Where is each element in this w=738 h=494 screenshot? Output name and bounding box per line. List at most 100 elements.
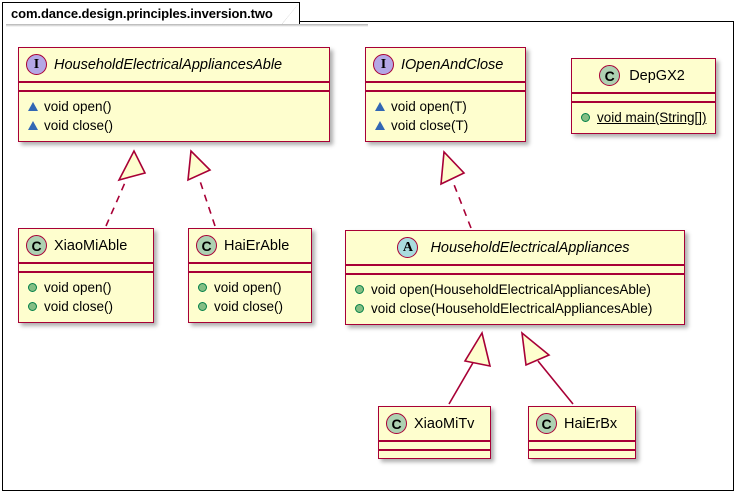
node-title: I HouseholdElectricalAppliancesAble — [19, 48, 329, 81]
node-title: C DepGX2 — [572, 59, 715, 92]
node-name-label: XiaoMiAble — [54, 237, 128, 254]
attributes-compartment — [379, 442, 490, 449]
member-row[interactable]: void close() — [27, 116, 321, 135]
divider — [366, 81, 525, 83]
node-householdelectricalappliances[interactable]: A HouseholdElectricalAppliances void ope… — [345, 230, 685, 325]
node-name-label: IOpenAndClose — [401, 56, 504, 73]
member-label: void close() — [44, 299, 114, 314]
divider — [572, 92, 715, 94]
methods-compartment: void main(String[]) — [572, 103, 715, 133]
class-marker-icon: C — [599, 65, 621, 86]
node-xiaomiable[interactable]: C XiaoMiAble void open() void close() — [18, 228, 154, 323]
public-dot-icon — [197, 302, 208, 311]
divider — [366, 90, 525, 92]
methods-compartment: void open() void close() — [19, 92, 329, 141]
member-row[interactable]: void close() — [27, 297, 145, 316]
attributes-compartment — [529, 442, 635, 449]
public-dot-icon — [27, 302, 38, 311]
node-name-label: HouseholdElectricalAppliancesAble — [54, 56, 283, 73]
member-label: void close(T) — [391, 118, 469, 133]
protected-triangle-icon — [374, 121, 385, 130]
link-xiaomitv-extends-householdelectricalappliances — [448, 330, 492, 405]
methods-compartment: void open(T) void close(T) — [366, 92, 525, 141]
node-householdelectricalappliancesable[interactable]: I HouseholdElectricalAppliancesAble void… — [18, 47, 330, 142]
member-label: void close() — [214, 299, 284, 314]
methods-compartment: void open() void close() — [189, 273, 311, 322]
protected-triangle-icon — [27, 121, 38, 130]
divider — [189, 271, 311, 273]
interface-marker-icon: I — [373, 54, 394, 75]
divider — [19, 90, 329, 92]
methods-compartment — [529, 451, 635, 458]
node-depgx2[interactable]: C DepGX2 void main(String[]) — [571, 58, 716, 134]
methods-compartment: void open(HouseholdElectricalAppliancesA… — [346, 275, 684, 324]
member-row[interactable]: void main(String[]) — [580, 108, 707, 127]
member-label: void open(T) — [391, 99, 467, 114]
link-haierable-implements-householdelectricalappliancesable — [187, 149, 216, 227]
public-dot-icon — [27, 283, 38, 292]
divider — [572, 101, 715, 103]
link-xiaomiable-implements-householdelectricalappliancesable — [105, 149, 147, 227]
node-name-label: XiaoMiTv — [414, 415, 475, 432]
attributes-compartment — [346, 266, 684, 273]
member-label: void main(String[]) — [597, 110, 707, 125]
divider — [19, 262, 153, 264]
member-row[interactable]: void close() — [197, 297, 303, 316]
protected-triangle-icon — [27, 102, 38, 111]
member-row[interactable]: void open() — [27, 278, 145, 297]
member-label: void close() — [44, 118, 114, 133]
node-iopenandclose[interactable]: I IOpenAndClose void open(T) void close(… — [365, 47, 526, 142]
divider — [379, 449, 490, 451]
attributes-compartment — [189, 264, 311, 271]
attributes-compartment — [366, 83, 525, 90]
node-title: C XiaoMiTv — [379, 407, 490, 440]
node-haierable[interactable]: C HaiErAble void open() void close() — [188, 228, 312, 323]
interface-marker-icon: I — [26, 54, 47, 75]
public-dot-icon — [197, 283, 208, 292]
divider — [19, 81, 329, 83]
protected-triangle-icon — [374, 102, 385, 111]
link-haierbx-extends-householdelectricalappliances — [520, 331, 574, 405]
link-householdelectricalappliances-implements-iopenandclose — [440, 150, 472, 229]
member-row[interactable]: void close(T) — [374, 116, 517, 135]
node-title: C HaiErAble — [189, 229, 311, 262]
abstract-marker-icon: A — [397, 237, 419, 258]
public-dot-icon — [580, 113, 591, 122]
node-title: C HaiErBx — [529, 407, 635, 440]
package-name-label: com.dance.design.principles.inversion.tw… — [11, 5, 273, 21]
divider — [346, 264, 684, 266]
divider — [346, 273, 684, 275]
divider — [529, 440, 635, 442]
divider — [379, 440, 490, 442]
class-marker-icon: C — [386, 413, 407, 434]
node-name-label: HaiErAble — [224, 237, 290, 254]
member-row[interactable]: void open(T) — [374, 97, 517, 116]
member-row[interactable]: void close(HouseholdElectricalAppliances… — [354, 299, 676, 318]
divider — [529, 449, 635, 451]
public-dot-icon — [354, 304, 365, 313]
member-label: void open() — [44, 280, 112, 295]
methods-compartment: void open() void close() — [19, 273, 153, 322]
node-xiaomitv[interactable]: C XiaoMiTv — [378, 406, 491, 459]
member-label: void open() — [214, 280, 282, 295]
node-name-label: HaiErBx — [564, 415, 618, 432]
node-title: A HouseholdElectricalAppliances — [346, 231, 684, 264]
node-haierbx[interactable]: C HaiErBx — [528, 406, 636, 459]
attributes-compartment — [19, 264, 153, 271]
member-label: void open() — [44, 99, 112, 114]
node-name-label: HouseholdElectricalAppliances — [430, 239, 630, 256]
package-tab-shadow — [6, 24, 368, 27]
member-row[interactable]: void open(HouseholdElectricalAppliancesA… — [354, 280, 676, 299]
class-marker-icon: C — [196, 235, 217, 256]
public-dot-icon — [354, 285, 365, 294]
member-row[interactable]: void open() — [27, 97, 321, 116]
divider — [189, 262, 311, 264]
divider — [19, 271, 153, 273]
member-label: void close(HouseholdElectricalAppliances… — [371, 301, 653, 316]
member-row[interactable]: void open() — [197, 278, 303, 297]
class-marker-icon: C — [26, 235, 47, 256]
methods-compartment — [379, 451, 490, 458]
node-title: I IOpenAndClose — [366, 48, 525, 81]
